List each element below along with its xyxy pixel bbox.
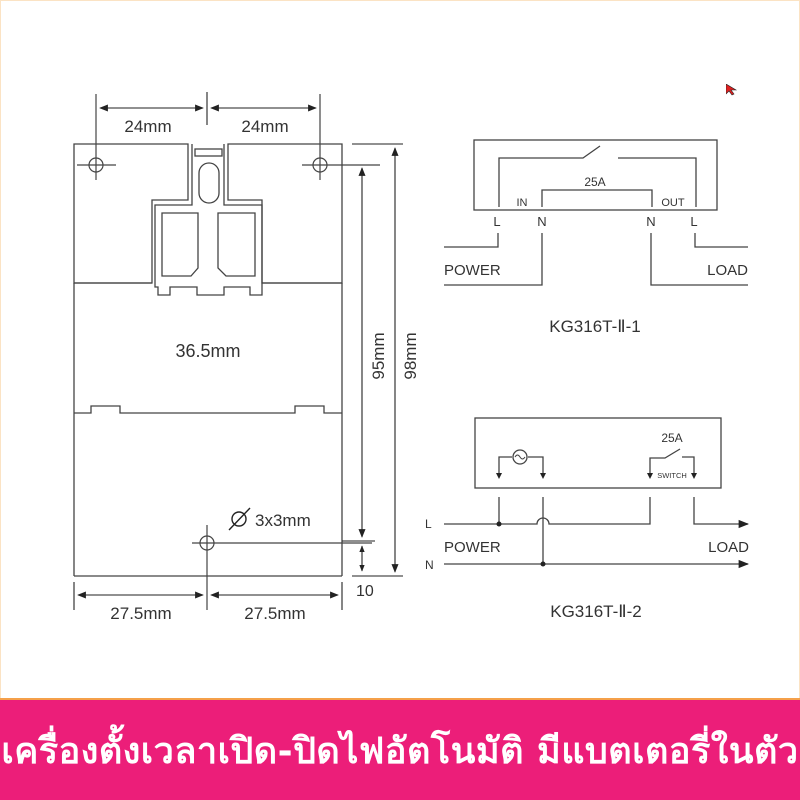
dim-bottom-left: 27.5mm — [110, 604, 171, 623]
terminal-l-in: L — [493, 214, 500, 229]
line-label: L — [425, 517, 432, 531]
dim-bottom-offset: 10 — [356, 583, 374, 600]
title-banner: เครื่องตั้งเวลาเปิด-ปิดไฟอัตโนมัติ มีแบต… — [0, 698, 800, 800]
terminal-n-in: N — [537, 214, 546, 229]
technical-drawing: 24mm 24mm 36.5mm 95mm 98mm 10 3x3mm 27.5… — [73, 92, 749, 623]
in-label: IN — [517, 197, 528, 209]
mount-hole-top-right — [302, 94, 380, 180]
rating-label: 25A — [584, 175, 605, 189]
terminal-n-out: N — [646, 214, 655, 229]
model-label-2: KG316T-Ⅱ-2 — [550, 602, 642, 621]
dim-inner-height: 95mm — [369, 332, 388, 379]
wiring-diagram-2: 25A SWITCH L N POWER LOAD KG316T-Ⅱ-2 — [425, 417, 749, 621]
rating-label: 25A — [661, 431, 682, 445]
diameter-icon — [228, 507, 251, 531]
mount-hole-bottom — [192, 525, 372, 610]
mouse-cursor-icon — [726, 84, 738, 96]
ac-source-icon — [512, 449, 528, 465]
model-label-1: KG316T-Ⅱ-1 — [549, 317, 641, 336]
neutral-label: N — [425, 558, 434, 572]
switch-label: SWITCH — [657, 471, 687, 480]
dim-top-left: 24mm — [124, 117, 171, 136]
mount-hole-top-left — [77, 94, 116, 180]
dim-hole-size: 3x3mm — [255, 511, 311, 530]
power-label: POWER — [444, 262, 501, 279]
dim-top-right: 24mm — [241, 117, 288, 136]
out-label: OUT — [661, 197, 685, 209]
banner-text: เครื่องตั้งเวลาเปิด-ปิดไฟอัตโนมัติ มีแบต… — [1, 730, 799, 772]
device-outline — [73, 143, 343, 577]
load-label: LOAD — [708, 539, 749, 556]
wiring-diagram-1: 25A IN OUT L N N L POWER LOAD KG316T-Ⅱ-1 — [444, 139, 748, 336]
load-label: LOAD — [707, 262, 748, 279]
power-label: POWER — [444, 539, 501, 556]
dim-bottom-right: 27.5mm — [244, 604, 305, 623]
terminal-l-out: L — [690, 214, 697, 229]
dim-body-width: 36.5mm — [175, 341, 240, 361]
dim-total-height: 98mm — [401, 332, 420, 379]
